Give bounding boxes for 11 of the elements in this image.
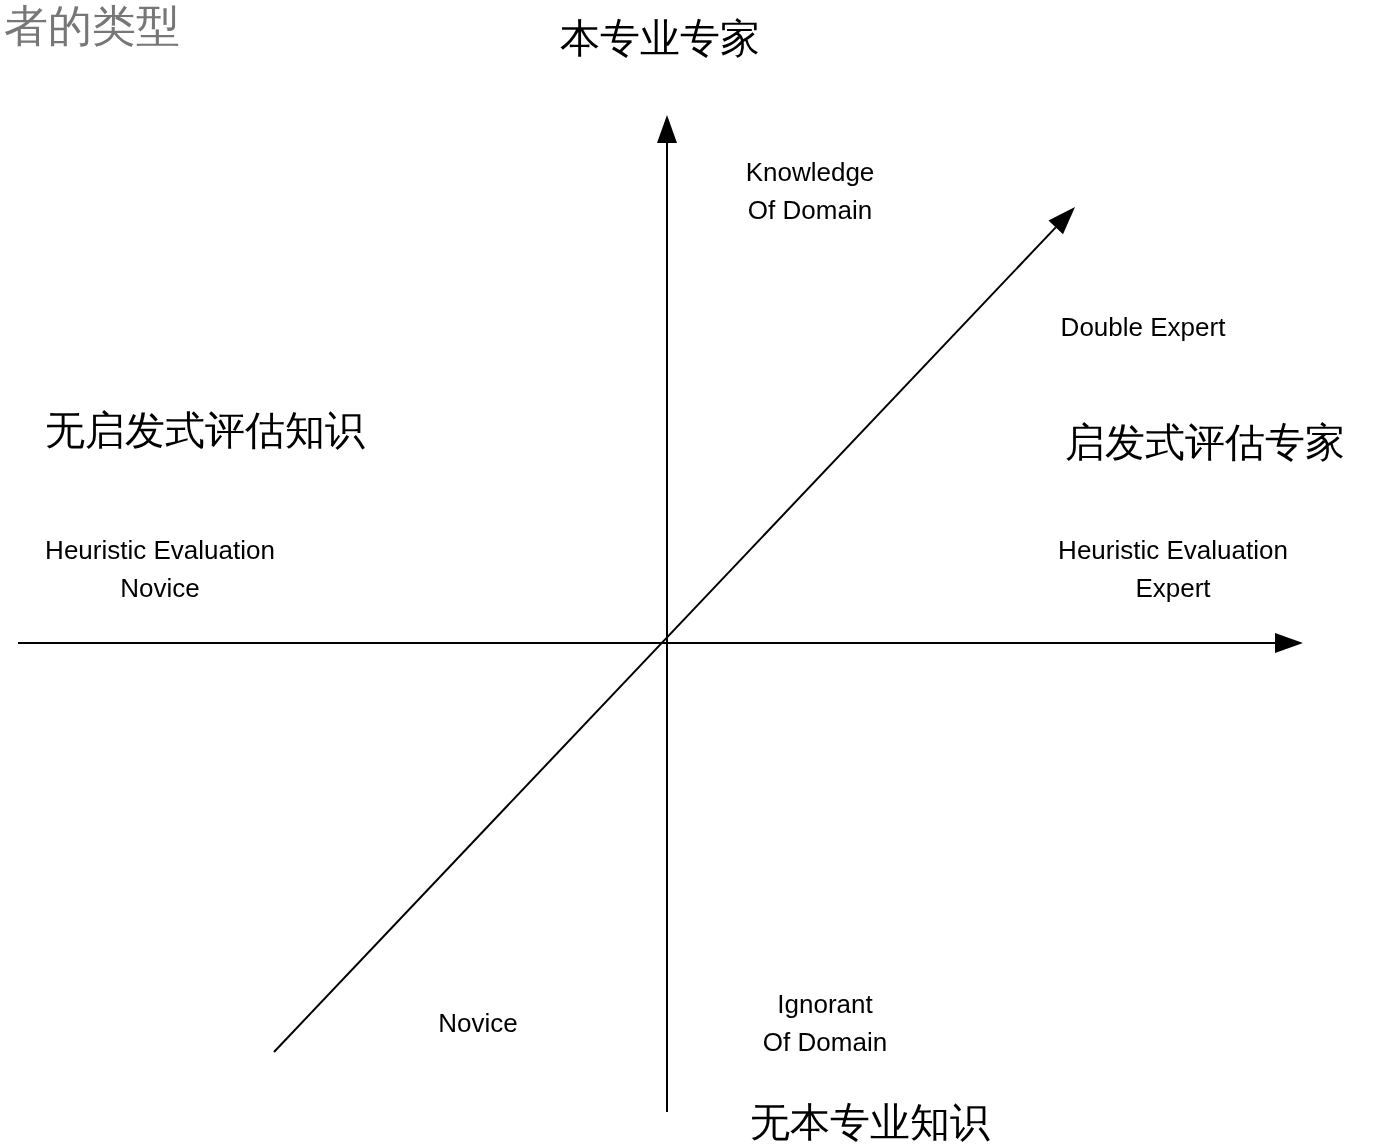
quadrant-label: Heuristic Evaluation Expert <box>1058 534 1288 605</box>
axis-label: 本专业专家 <box>560 14 760 62</box>
quadrant-label: Double Expert <box>1060 311 1226 344</box>
axis-label: 无启发式评估知识 <box>45 406 365 454</box>
quadrant-label: Knowledge Of Domain <box>745 156 875 227</box>
quadrant-label: Novice <box>438 1007 518 1040</box>
quadrant-label: Heuristic Evaluation Novice <box>45 534 275 605</box>
quadrant-label: Ignorant Of Domain <box>762 988 888 1059</box>
axis-label: 无本专业知识 <box>750 1098 990 1146</box>
title: 者的类型 <box>4 0 180 52</box>
axis-label: 启发式评估专家 <box>1065 418 1345 466</box>
